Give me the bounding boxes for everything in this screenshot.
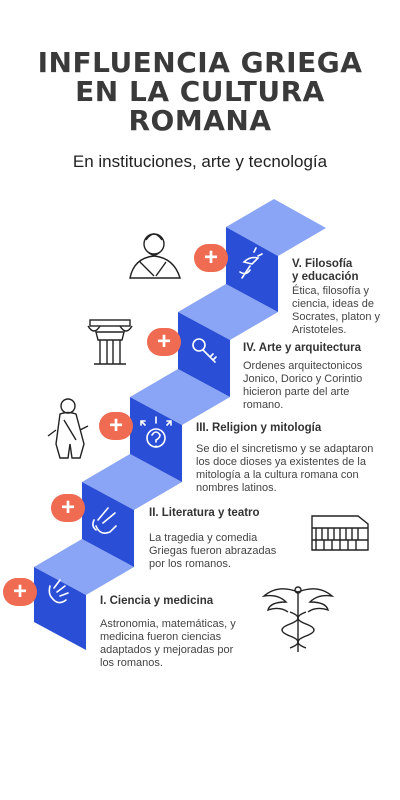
step-front-5	[226, 227, 278, 312]
expand-step-4-button[interactable]: +	[147, 328, 181, 356]
colosseum-icon	[311, 515, 369, 551]
column-capital-icon	[87, 319, 133, 365]
step-tread-1	[34, 539, 134, 595]
expand-step-5-button[interactable]: +	[194, 244, 228, 272]
title-line-2: EN LA CULTURA	[75, 75, 325, 108]
step-5-label: V. Filosofía y educación	[292, 258, 359, 283]
expand-step-2-button[interactable]: +	[51, 494, 85, 522]
peace-hand-icon	[92, 507, 117, 534]
hand-icon	[48, 579, 69, 604]
step-front-1	[34, 567, 86, 650]
step-top-5	[226, 199, 326, 256]
key-icon	[192, 338, 217, 363]
step-front-4	[178, 312, 230, 397]
philosopher-bust-icon	[129, 233, 181, 279]
step-2-description: La tragedia y comedia Griegas fueron abr…	[149, 532, 277, 570]
subtitle: En instituciones, arte y tecnología	[72, 152, 328, 171]
step-4-label: IV. Arte y arquitectura	[243, 342, 362, 354]
step-tread-2	[82, 454, 182, 510]
expand-step-1-button[interactable]: +	[3, 578, 37, 606]
roman-figure-icon	[47, 398, 89, 459]
step-1-label: I. Ciencia y medicina	[100, 595, 214, 607]
title-line-3: ROMANA	[128, 104, 272, 137]
step-3-description: Se dio el sincretismo y se adaptaron los…	[196, 443, 374, 494]
torch-icon	[239, 247, 263, 279]
step-3-label: III. Religion y mitología	[196, 422, 322, 434]
step-tread-4	[178, 284, 278, 340]
step-4-description: Ordenes arquitectonicos Jonico, Dorico y…	[243, 360, 363, 411]
step-tread-3	[130, 369, 230, 425]
title-line-1: INFLUENCIA GRIEGA	[37, 46, 363, 79]
step-front-2	[82, 482, 134, 567]
step-5-description: Ética, filosofía y ciencia, ideas de Soc…	[292, 285, 381, 336]
expand-step-3-button[interactable]: +	[99, 412, 133, 440]
step-2-label: II. Literatura y teatro	[149, 507, 260, 519]
caduceus-icon	[261, 586, 335, 652]
question-arrows-icon	[140, 416, 172, 448]
step-1-description: Astronomia, matemáticas, y medicina fuer…	[100, 618, 236, 669]
page-title: INFLUENCIA GRIEGA EN LA CULTURA ROMANA	[0, 48, 400, 135]
